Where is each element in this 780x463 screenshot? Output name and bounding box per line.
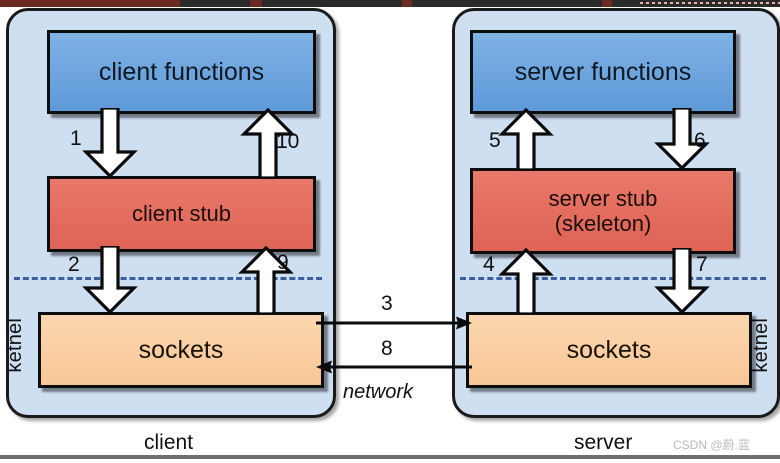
client-stub-box: client stub xyxy=(47,176,316,252)
client-sockets-box: sockets xyxy=(38,312,324,388)
client-kernel-label: ketnel xyxy=(4,318,26,373)
client-kernel-boundary xyxy=(14,277,322,280)
step-number-4: 4 xyxy=(483,253,495,276)
arrow-client-stub-to-fn xyxy=(240,108,296,178)
arrow-server-stub-to-fn xyxy=(498,108,554,170)
server-functions-box: server functions xyxy=(470,30,736,114)
server-kernel-boundary xyxy=(460,277,766,280)
step-number-8: 8 xyxy=(381,337,393,360)
step-number-6: 6 xyxy=(694,129,706,152)
server-sockets-box: sockets xyxy=(466,312,752,388)
server-kernel-label: ketnel xyxy=(750,318,772,373)
step-number-2: 2 xyxy=(68,253,80,276)
step-number-7: 7 xyxy=(696,253,708,276)
client-functions-box: client functions xyxy=(47,30,316,114)
arrow-server-stub-to-sockets xyxy=(654,248,710,314)
step-number-5: 5 xyxy=(489,129,501,152)
network-request-line xyxy=(314,316,474,330)
arrow-server-sockets-to-stub xyxy=(498,248,554,314)
server-stub-box: server stub (skeleton) xyxy=(470,168,736,254)
arrow-client-stub-to-sockets xyxy=(82,246,138,314)
client-caption: client xyxy=(144,431,194,454)
top-crop-strip xyxy=(0,0,780,7)
server-stub-line1: server stub xyxy=(548,185,658,211)
bottom-divider xyxy=(0,455,780,459)
arrow-client-sockets-to-stub xyxy=(238,246,294,314)
step-number-10: 10 xyxy=(276,130,300,153)
arrow-client-fn-to-stub xyxy=(82,108,138,178)
csdn-watermark: CSDN @蔚.蓝 xyxy=(673,438,750,452)
step-number-9: 9 xyxy=(277,251,289,274)
network-reply-line xyxy=(314,360,474,374)
server-caption: server xyxy=(574,431,633,454)
server-stub-line2: (skeleton) xyxy=(554,211,652,236)
step-number-3: 3 xyxy=(381,292,393,315)
network-label: network xyxy=(343,381,414,403)
step-number-1: 1 xyxy=(70,127,82,150)
arrow-server-fn-to-stub xyxy=(654,108,710,170)
